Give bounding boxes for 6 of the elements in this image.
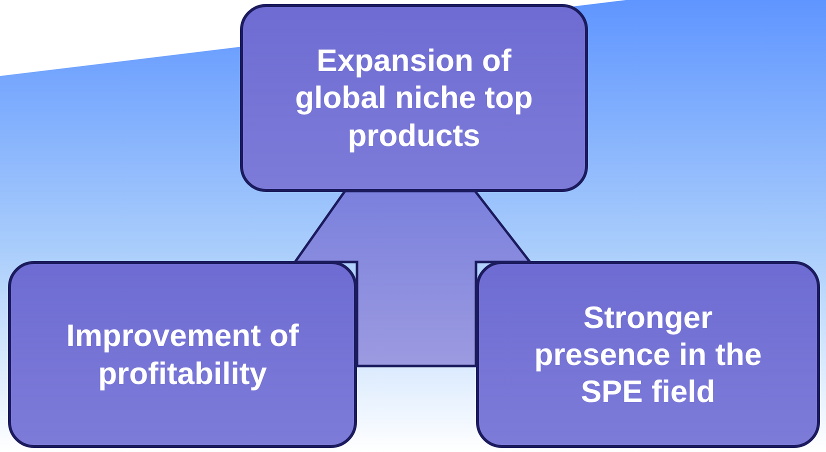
- box-text: Expansion of global niche top products: [294, 42, 534, 154]
- rounded-box: [8, 261, 357, 448]
- rounded-box: [240, 4, 588, 192]
- rounded-box: [476, 261, 820, 448]
- box-text: Improvement of profitability: [65, 317, 300, 392]
- box-text: Stronger presence in the SPE field: [533, 298, 763, 410]
